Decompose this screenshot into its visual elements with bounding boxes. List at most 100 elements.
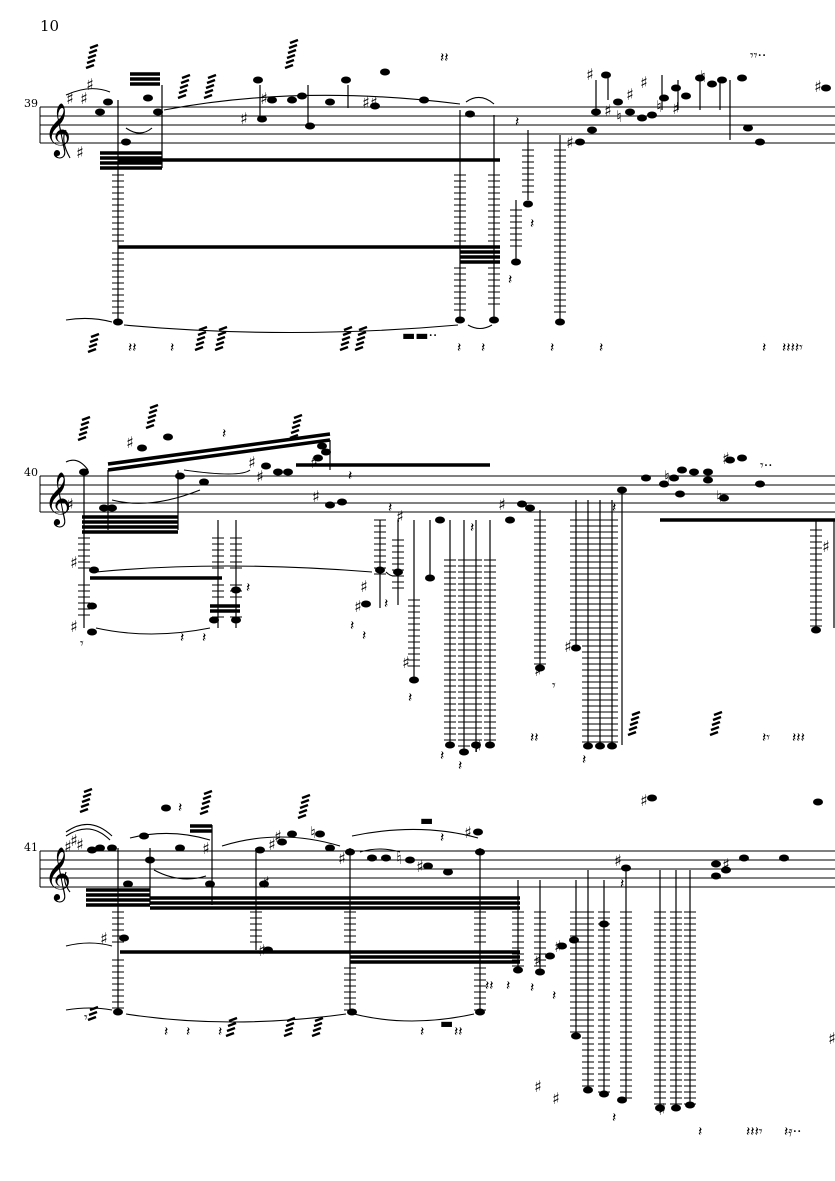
svg-text:𝄽: 𝄽 [530,980,534,996]
svg-text:𝄽: 𝄽 [218,1024,222,1040]
svg-text:♯: ♯ [258,941,266,960]
svg-text:♯: ♯ [338,849,346,868]
stems [117,75,731,322]
svg-text:𝄽: 𝄽 [362,628,366,644]
svg-text:𝄽: 𝄽 [202,630,206,646]
svg-text:♯: ♯ [70,617,78,636]
svg-text:♯: ♯ [534,661,542,680]
svg-text:𝄽: 𝄽 [164,1024,168,1040]
svg-text:♯: ♯ [202,839,210,858]
ties-slurs [64,823,479,1023]
svg-text:♯: ♯ [416,857,424,876]
noteheads [95,68,831,326]
page-number: 10 [40,17,59,35]
measure-number: 40 [24,466,38,479]
svg-text:♮: ♮ [664,467,670,486]
svg-text:♮: ♮ [616,107,622,126]
svg-text:𝄽: 𝄽 [458,758,462,774]
svg-text:𝄽: 𝄽 [550,340,554,356]
svg-text:♯: ♯ [814,77,822,96]
svg-text:𝄽𝄽: 𝄽𝄽 [485,978,494,994]
svg-text:♯: ♯ [260,89,268,108]
ledger-columns [112,911,696,1105]
svg-text:𝄽: 𝄽 [180,630,184,646]
svg-text:♯: ♯ [534,951,542,970]
svg-text:♯: ♯ [640,73,648,92]
svg-text:𝄽: 𝄽 [388,500,392,516]
svg-text:♮: ♮ [700,67,706,86]
treble-clef: 𝄞 [44,471,71,527]
ties-slurs [63,88,495,334]
svg-text:𝄽𝄽: 𝄽𝄽 [454,1024,463,1040]
svg-text:♯: ♯ [310,453,318,472]
tremolo-marks [77,403,723,737]
svg-text:♯: ♯ [604,101,612,120]
svg-text:𝄽𝄿··: 𝄽𝄿·· [784,1124,801,1140]
svg-text:𝄽: 𝄽 [506,978,510,994]
treble-clef: 𝄞 [44,102,71,158]
svg-text:𝄽: 𝄽 [178,800,182,816]
rests: 𝄽 𝄽 𝄽 𝄽 𝄽 𝄾·· 𝄽 𝄽 𝄽 𝄽 𝄽 𝄽 𝄽 𝄽 𝄽 𝄽𝄽 𝄽 𝄽𝄾 … [80,426,805,774]
tremolo-marks [79,787,324,1038]
svg-text:♯: ♯ [722,855,730,874]
svg-text:♯: ♯ [126,433,134,452]
beams [82,432,835,613]
svg-text:♯: ♯ [498,495,506,514]
svg-text:𝄽: 𝄽 [698,1124,702,1140]
svg-text:𝄽𝄽𝄽𝄾: 𝄽𝄽𝄽𝄾 [746,1124,763,1140]
svg-text:♯: ♯ [354,597,362,616]
svg-text:♯: ♯ [76,835,84,854]
rests: 𝄽 ▬ 𝄽 𝄽 𝄽 𝄽 𝄽 𝄽𝄽 𝄽𝄽 𝄽 𝄽 𝄽 𝄽 𝄽 𝄽𝄽𝄽𝄾 𝄽𝄿·· … [84,800,801,1140]
svg-text:𝄽: 𝄽 [582,752,586,768]
svg-text:𝄽𝄽𝄽𝄽𝄾: 𝄽𝄽𝄽𝄽𝄾 [782,340,803,356]
svg-text:♯: ♯ [240,109,248,128]
measure-number: 41 [24,841,38,854]
svg-text:𝄽𝄽𝄽: 𝄽𝄽𝄽 [792,730,805,746]
svg-text:𝄽: 𝄽 [350,618,354,634]
svg-text:𝄽: 𝄽 [599,340,603,356]
svg-text:♯: ♯ [64,837,72,856]
svg-text:♯: ♯ [722,449,730,468]
svg-text:♯: ♯ [76,143,84,162]
svg-text:𝄽: 𝄽 [420,1024,424,1040]
svg-text:𝄽: 𝄽 [246,580,250,596]
accidentals: ♯♯ ♯♯ ♯♯ ♯♯ ♯♯ ♯♮ ♯♯ ♮♮ ♯♯ [66,65,822,162]
svg-text:𝄾𝄾··: 𝄾𝄾·· [750,48,766,64]
svg-text:♮: ♮ [310,823,316,842]
svg-text:♯: ♯ [362,93,370,112]
svg-text:♯: ♯ [70,831,78,850]
svg-text:𝄽: 𝄽 [222,426,226,442]
svg-text:♯: ♯ [402,653,410,672]
ledger-columns [112,149,566,314]
svg-text:♯: ♯ [396,507,404,526]
svg-text:𝄽𝄽: 𝄽𝄽 [128,340,137,356]
svg-text:♯: ♯ [564,637,572,656]
svg-text:♯: ♯ [534,1077,542,1096]
svg-text:♯: ♯ [554,937,562,956]
ties-slurs [65,459,403,635]
svg-text:♯: ♯ [566,133,574,152]
svg-text:♯: ♯ [464,823,472,842]
svg-text:𝄽: 𝄽 [440,830,444,846]
svg-text:𝄽: 𝄽 [508,272,512,288]
svg-text:♯: ♯ [66,89,74,108]
svg-text:♯: ♯ [614,851,622,870]
svg-text:♯: ♯ [80,89,88,108]
measure-number: 39 [24,97,38,110]
svg-text:♯: ♯ [86,75,94,94]
svg-text:♮: ♮ [396,849,402,868]
treble-clef: 𝄞 [44,846,71,902]
tremolo-marks [85,38,368,354]
svg-text:𝄽: 𝄽 [612,1110,616,1126]
svg-text:𝄽: 𝄽 [530,216,534,232]
accidentals: ♯♯♯ ♯♯♯ ♯♯♯ ♯♯♯ ♯♯♯ ♯♮♮ ♯♯ [66,433,830,756]
svg-text:𝄾: 𝄾 [84,1010,88,1026]
svg-text:𝄽: 𝄽 [552,988,556,1004]
system-3: 41 𝄞 [24,787,835,1140]
svg-text:𝄽: 𝄽 [620,876,624,892]
svg-text:♯: ♯ [474,737,482,756]
svg-text:♯: ♯ [262,873,270,892]
staff-lines [39,475,835,513]
svg-text:♯: ♯ [370,93,378,112]
